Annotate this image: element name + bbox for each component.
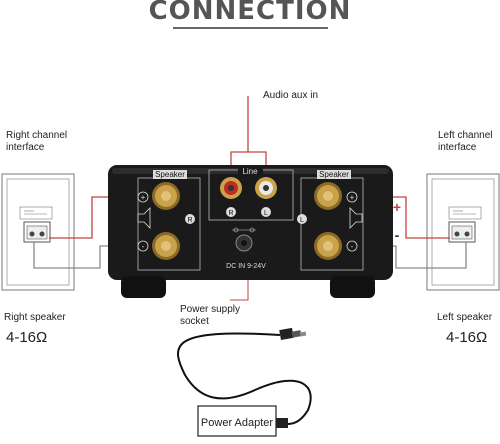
line-label: Line (242, 167, 258, 176)
audio-aux-in-label: Audio aux in (263, 90, 319, 101)
power-adapter-label: Power Adapter (201, 417, 273, 429)
left-speaker-box (426, 173, 500, 291)
rca-l-label: L (264, 210, 268, 217)
amplifier (108, 165, 393, 298)
left-speaker-label: Left speaker (437, 312, 493, 323)
right-speaker-box (1, 173, 75, 291)
minus-mark-left: - (351, 242, 354, 251)
rca-r-label: R (228, 210, 233, 217)
right-speaker-label: Right speaker (4, 312, 66, 323)
speaker-panel-label-left: Speaker (319, 170, 349, 179)
left-channel-interface-label: Left channel interface (438, 130, 493, 153)
right-impedance-label: 4-16Ω (6, 329, 48, 346)
speaker-panel-label-right: Speaker (155, 170, 185, 179)
channel-l-label: L (300, 217, 304, 224)
power-supply-socket-label: Power supply socket (180, 304, 241, 327)
page-title: CONNECTION (148, 0, 352, 26)
title-underline (173, 27, 328, 29)
channel-r-label: R (187, 217, 192, 224)
right-channel-interface-label: Right channel interface (6, 130, 68, 153)
plus-mark-left: + (350, 193, 355, 202)
dc-in-label: DC IN 9-24V (226, 263, 266, 270)
minus-mark-right: - (142, 242, 145, 251)
polarity-minus: - (395, 227, 400, 243)
power-adapter-box (197, 405, 277, 437)
polarity-plus: + (393, 199, 401, 215)
left-impedance-label: 4-16Ω (446, 329, 488, 346)
plus-mark-right: + (141, 193, 146, 202)
power-cable (177, 250, 312, 428)
